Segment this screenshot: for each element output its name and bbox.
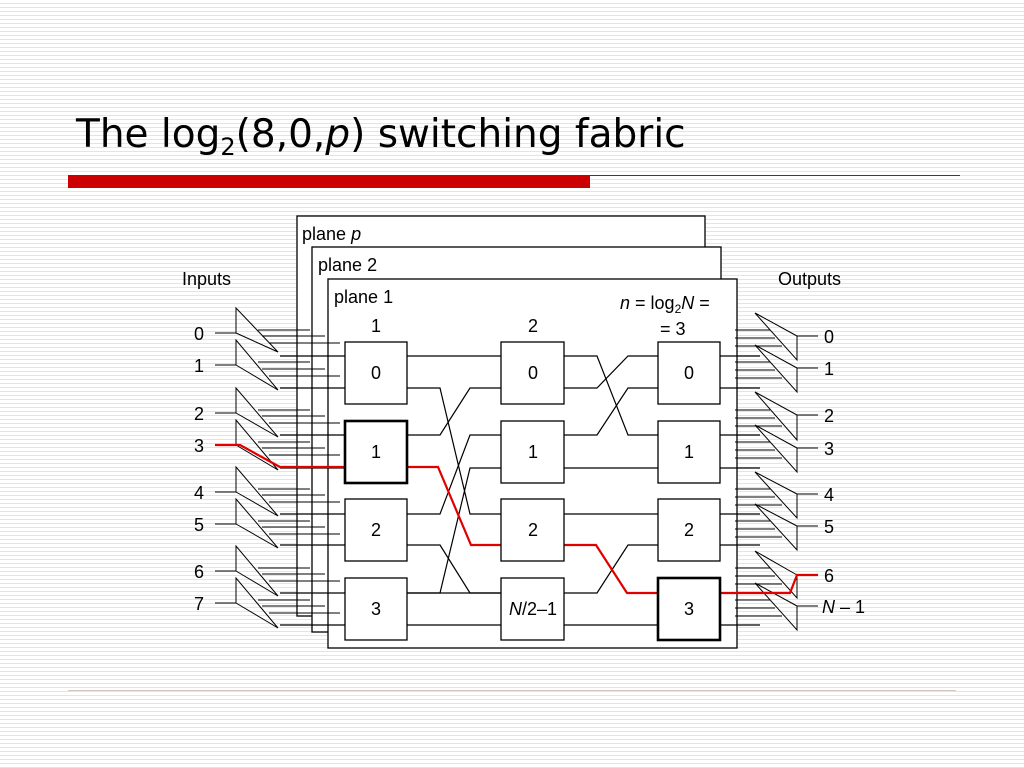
- output-label: 3: [824, 439, 834, 459]
- input-label: 0: [194, 324, 204, 344]
- splitter: [235, 386, 340, 438]
- switch-box: 0: [500, 341, 565, 405]
- output-label: 1: [824, 359, 834, 379]
- output-label: N – 1: [822, 597, 865, 617]
- svg-text:0: 0: [528, 363, 538, 383]
- slide-title: The log2(8,0,p) switching fabric: [76, 112, 686, 161]
- stage-number: 1: [371, 316, 381, 336]
- switch-box-active: 3: [656, 576, 722, 642]
- svg-text:2: 2: [684, 520, 694, 540]
- switch-box: 1: [657, 420, 721, 484]
- splitter: [235, 544, 340, 597]
- output-combiners: [735, 312, 818, 632]
- svg-text:N/2–1: N/2–1: [509, 599, 557, 619]
- combiner: [735, 424, 798, 474]
- inputs-label: Inputs: [182, 269, 231, 289]
- switch-box: 2: [344, 498, 408, 562]
- svg-text:0: 0: [684, 363, 694, 383]
- combiner: [735, 312, 798, 362]
- combiner: [735, 503, 798, 552]
- output-label: 6: [824, 566, 834, 586]
- input-label: 3: [194, 436, 204, 456]
- splitter: [235, 306, 340, 353]
- stage-3-switches: 0 1 2 3: [656, 341, 722, 642]
- combiner: [735, 550, 798, 600]
- switch-box: N/2–1: [500, 577, 565, 641]
- svg-text:1: 1: [371, 442, 381, 462]
- stage-number: 2: [528, 316, 538, 336]
- combiner: [735, 344, 798, 394]
- svg-text:1: 1: [528, 442, 538, 462]
- switch-box: 0: [657, 341, 721, 405]
- splitter: [235, 576, 340, 629]
- splitter: [235, 497, 340, 549]
- svg-text:0: 0: [371, 363, 381, 383]
- plane-2-label: plane 2: [318, 255, 377, 275]
- splitter: [235, 418, 340, 471]
- splitter: [235, 338, 340, 391]
- input-labels: 0 1 2 3 4 5 6 7: [194, 324, 204, 614]
- input-label: 4: [194, 483, 204, 503]
- title-accent-line: [590, 175, 960, 176]
- switch-box-active: 1: [343, 419, 409, 485]
- input-label: 1: [194, 356, 204, 376]
- plane-1-label: plane 1: [334, 287, 393, 307]
- input-label: 2: [194, 404, 204, 424]
- switch-box: 2: [657, 498, 721, 562]
- svg-text:2: 2: [528, 520, 538, 540]
- footer-divider: [68, 690, 956, 691]
- combiner: [735, 391, 798, 442]
- input-label: 5: [194, 515, 204, 535]
- output-label: 5: [824, 517, 834, 537]
- output-label: 0: [824, 327, 834, 347]
- svg-text:1: 1: [684, 442, 694, 462]
- stage-2-switches: 0 1 2 N/2–1: [500, 341, 565, 641]
- svg-text:3: 3: [371, 599, 381, 619]
- title-accent-bar: [68, 175, 590, 188]
- stage-1-switches: 0 1 2 3: [343, 341, 409, 641]
- output-label: 2: [824, 406, 834, 426]
- stage-count-formula: = 3: [660, 319, 686, 339]
- combiner: [735, 471, 798, 520]
- combiner: [735, 582, 798, 632]
- svg-text:2: 2: [371, 520, 381, 540]
- switch-box: 0: [344, 341, 408, 405]
- stage-count-formula: n = log2N =: [620, 293, 710, 316]
- switch-box: 2: [500, 498, 565, 562]
- output-label: 4: [824, 485, 834, 505]
- splitter: [235, 465, 340, 517]
- plane-p-label: plane p: [302, 224, 361, 244]
- switch-box: 3: [344, 577, 408, 641]
- input-splitters: [215, 306, 340, 629]
- switch-box: 1: [500, 420, 565, 484]
- input-label: 6: [194, 562, 204, 582]
- outputs-label: Outputs: [778, 269, 841, 289]
- output-labels: 0 1 2 3 4 5 6 N – 1: [822, 327, 865, 617]
- input-label: 7: [194, 594, 204, 614]
- svg-text:3: 3: [684, 599, 694, 619]
